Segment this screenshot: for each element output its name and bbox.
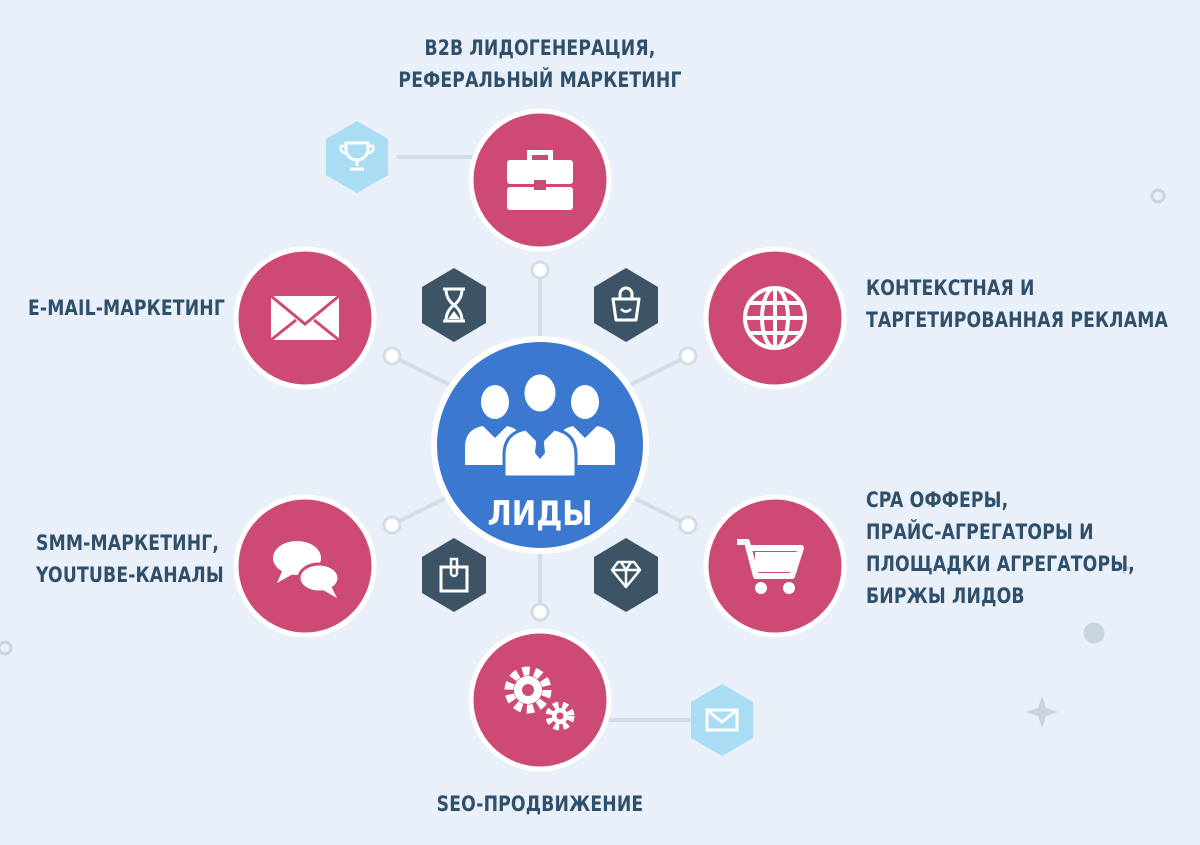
channel-b2b-node bbox=[468, 108, 612, 252]
hourglass-icon bbox=[422, 268, 486, 342]
trophy-icon bbox=[326, 121, 388, 193]
channel-cpa-label: CPA ОФФЕРЫ, ПРАЙС-АГРЕГАТОРЫ И ПЛОЩАДКИ … bbox=[866, 484, 1135, 612]
channel-cpa-label-line: БИРЖЫ ЛИДОВ bbox=[866, 584, 1025, 608]
channel-context-label: КОНТЕКСТНАЯ И ТАРГЕТИРОВАННАЯ РЕКЛАМА bbox=[866, 272, 1168, 336]
gears-icon bbox=[504, 666, 575, 731]
diamond-icon bbox=[594, 538, 658, 612]
channel-b2b-label-line: РЕФЕРАЛЬНЫЙ МАРКЕТИНГ bbox=[398, 68, 682, 92]
shopping-cart-icon bbox=[737, 539, 804, 594]
people-group-icon bbox=[465, 371, 615, 479]
channel-b2b-label-line: B2B ЛИДОГЕНЕРАЦИЯ, bbox=[424, 36, 656, 60]
channel-context-label-line: ТАРГЕТИРОВАННАЯ РЕКЛАМА bbox=[866, 308, 1169, 332]
briefcase-icon bbox=[507, 150, 573, 210]
center-label: ЛИДЫ bbox=[487, 495, 592, 534]
chat-bubbles-icon bbox=[273, 541, 341, 598]
channel-email-label: E-MAIL-МАРКЕТИНГ bbox=[28, 292, 225, 324]
globe-icon bbox=[743, 286, 807, 350]
shopping-bag-icon bbox=[594, 268, 658, 342]
mail-icon bbox=[691, 684, 753, 756]
center-node: ЛИДЫ bbox=[431, 336, 649, 554]
channel-context-node bbox=[703, 246, 847, 390]
channel-seo-label-line: SEO-ПРОДВИЖЕНИЕ bbox=[436, 792, 644, 816]
channel-cpa-node bbox=[703, 494, 847, 638]
channel-cpa-label-line: CPA ОФФЕРЫ, bbox=[866, 488, 1009, 512]
channel-seo-node bbox=[468, 628, 612, 772]
background-decorations bbox=[0, 188, 1166, 728]
channel-seo-label: SEO-ПРОДВИЖЕНИЕ bbox=[437, 788, 644, 820]
channel-smm-label: SMM-МАРКЕТИНГ, YOUTUBE-КАНАЛЫ bbox=[36, 527, 224, 591]
channel-context-label-line: КОНТЕКСТНАЯ И bbox=[866, 276, 1035, 300]
clipboard-icon bbox=[422, 538, 486, 612]
channel-cpa-label-line: ПРАЙС-АГРЕГАТОРЫ И bbox=[866, 520, 1094, 544]
channel-b2b-label: B2B ЛИДОГЕНЕРАЦИЯ, РЕФЕРАЛЬНЫЙ МАРКЕТИНГ bbox=[398, 32, 681, 96]
channel-smm-label-line: SMM-МАРКЕТИНГ, bbox=[36, 531, 220, 555]
connector-dots bbox=[382, 260, 698, 622]
channel-smm-label-line: YOUTUBE-КАНАЛЫ bbox=[36, 563, 224, 587]
channel-email-node bbox=[233, 246, 377, 390]
channel-email-label-line: E-MAIL-МАРКЕТИНГ bbox=[28, 296, 225, 320]
envelope-icon bbox=[270, 294, 340, 342]
channel-cpa-label-line: ПЛОЩАДКИ АГРЕГАТОРЫ, bbox=[866, 552, 1135, 576]
channel-smm-node bbox=[233, 494, 377, 638]
